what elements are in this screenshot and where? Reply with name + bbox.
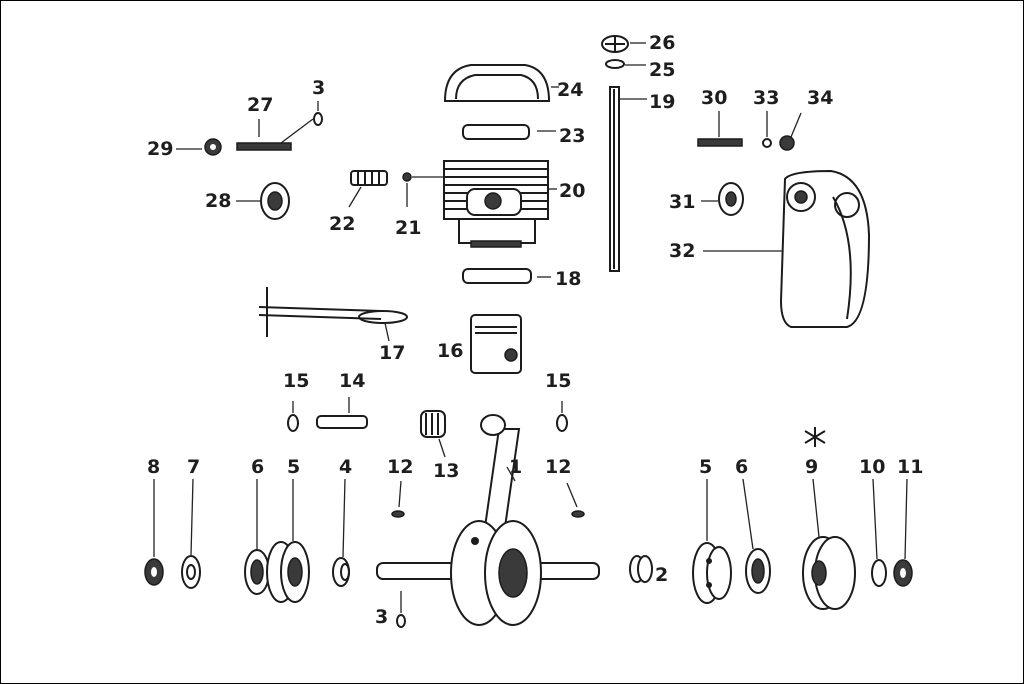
callout-24: 24 <box>557 79 583 101</box>
callout-11: 11 <box>897 456 923 478</box>
callout-26: 26 <box>649 32 675 54</box>
callout-10: 10 <box>859 456 885 478</box>
part-10-washer <box>871 559 887 587</box>
callout-25: 25 <box>649 59 675 81</box>
part-18-piston-ring <box>462 268 532 284</box>
callout-8: 8 <box>147 456 160 478</box>
callout-17: 17 <box>379 342 405 364</box>
callout-23: 23 <box>559 125 585 147</box>
callout-15-right: 15 <box>545 370 571 392</box>
part-3-key-lower <box>396 614 406 628</box>
part-23-gasket <box>462 124 530 140</box>
callout-15-left: 15 <box>283 370 309 392</box>
part-6-seal-left <box>244 549 270 595</box>
callout-34: 34 <box>807 87 833 109</box>
part-3-ring <box>313 112 323 126</box>
part-26-nut <box>601 35 629 53</box>
part-27-stud <box>236 142 292 151</box>
part-12-key-right <box>571 510 585 518</box>
part-31-gasket <box>718 182 744 216</box>
callout-33: 33 <box>753 87 779 109</box>
part-11-nut <box>893 559 913 587</box>
callout-3: 3 <box>312 77 325 99</box>
part-30-screw <box>697 138 743 147</box>
part-6-seal-right <box>745 548 771 594</box>
part-7-washer <box>181 555 201 589</box>
callout-16: 16 <box>437 340 463 362</box>
part-22-spark-plug <box>350 170 388 186</box>
part-9-flywheel <box>802 536 856 610</box>
part-12-key-left <box>391 510 405 518</box>
part-33-washer <box>762 138 772 148</box>
callout-12-left: 12 <box>387 456 413 478</box>
part-25-washer <box>605 59 625 69</box>
callout-5-right: 5 <box>699 456 712 478</box>
part-1-crankshaft <box>376 414 600 626</box>
callout-20: 20 <box>559 180 585 202</box>
callout-7: 7 <box>187 456 200 478</box>
part-5-bearing-left <box>266 541 310 603</box>
part-4-spacer <box>332 557 350 587</box>
part-28-cover <box>260 182 290 220</box>
part-15-circlip-left <box>287 414 299 432</box>
callout-6-left: 6 <box>251 456 264 478</box>
callout-6-right: 6 <box>735 456 748 478</box>
callout-28: 28 <box>205 190 231 212</box>
callout-1: 1 <box>509 456 522 478</box>
part-29-nut <box>204 138 222 156</box>
callout-22: 22 <box>329 213 355 235</box>
callout-32: 32 <box>669 240 695 262</box>
callout-13: 13 <box>433 460 459 482</box>
part-24-cylinder-head <box>443 64 551 102</box>
part-15-circlip-right <box>556 414 568 432</box>
callout-14: 14 <box>339 370 365 392</box>
part-17-piston-pin-ring <box>258 287 408 337</box>
callout-30: 30 <box>701 87 727 109</box>
part-32-crankcase-cover <box>779 169 871 328</box>
callout-29: 29 <box>147 138 173 160</box>
callout-2: 2 <box>655 564 668 586</box>
callout-4: 4 <box>339 456 352 478</box>
callout-21: 21 <box>395 217 421 239</box>
callout-3-lower: 3 <box>375 606 388 628</box>
part-21-washer <box>402 172 412 182</box>
part-13-needle-bearing <box>420 410 446 438</box>
part-14-piston-pin <box>316 415 368 429</box>
asterisk-mark <box>804 427 826 447</box>
part-20-cylinder <box>443 160 549 248</box>
part-2-bearing <box>629 555 653 583</box>
callout-9: 9 <box>805 456 818 478</box>
callout-27: 27 <box>247 94 273 116</box>
callout-12-right: 12 <box>545 456 571 478</box>
part-34-nut <box>779 135 795 151</box>
callout-18: 18 <box>555 268 581 290</box>
part-5-bearing-right <box>692 542 732 604</box>
callout-31: 31 <box>669 191 695 213</box>
part-16-piston <box>470 314 522 374</box>
callout-5-left: 5 <box>287 456 300 478</box>
part-19-long-stud <box>609 86 620 272</box>
part-8-nut <box>144 558 164 586</box>
callout-19: 19 <box>649 91 675 113</box>
